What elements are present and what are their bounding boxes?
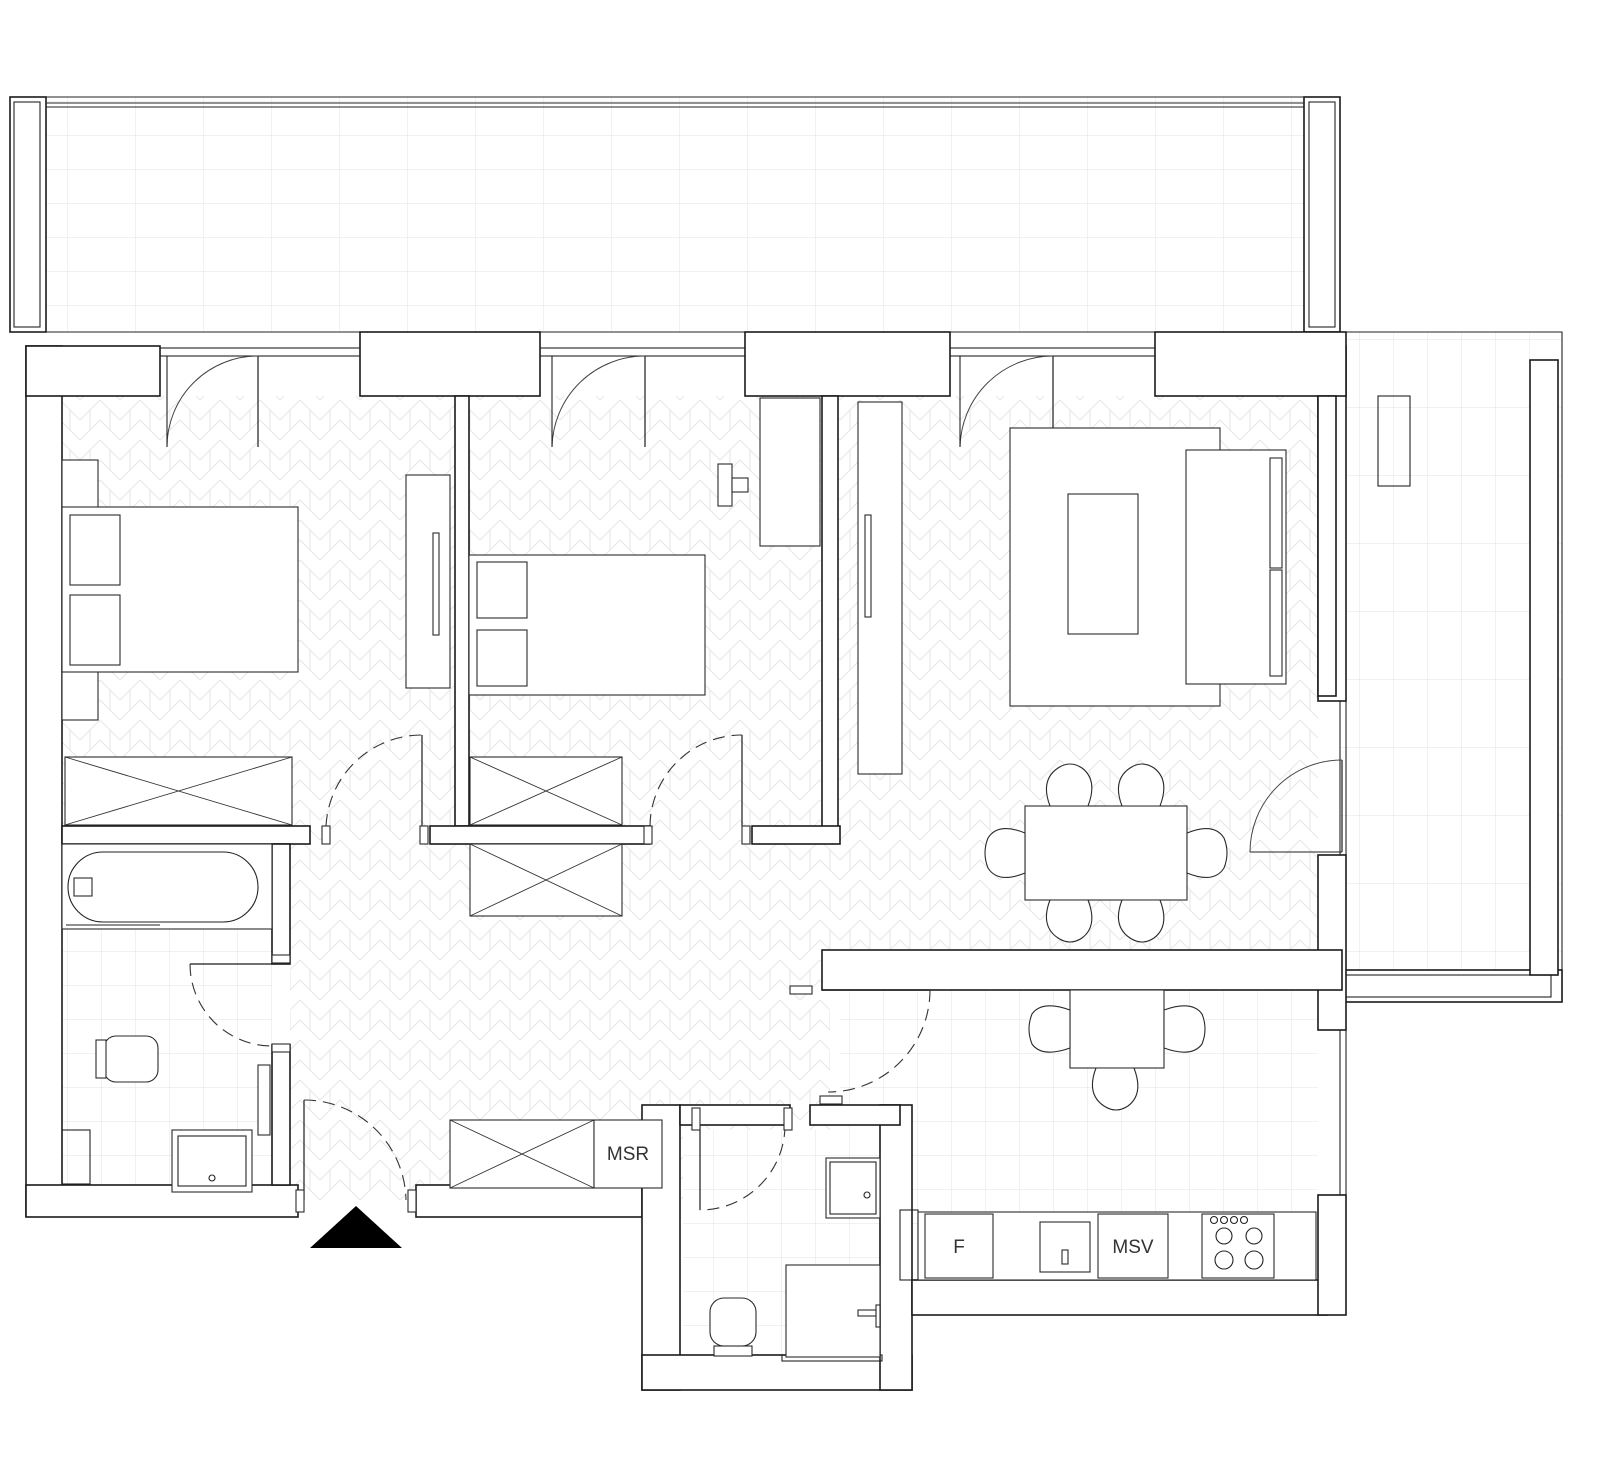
bathtub — [61, 843, 273, 930]
pillow — [69, 594, 121, 666]
pillow — [69, 514, 121, 586]
chair — [717, 463, 733, 507]
fridge-label: F — [953, 1237, 965, 1258]
dishwasher — [1097, 1213, 1169, 1279]
towel-rail — [257, 1064, 271, 1136]
tv-console — [405, 474, 451, 689]
living-room — [857, 401, 1287, 943]
bedroom-1 — [61, 459, 451, 826]
chairs — [984, 763, 1228, 943]
tv — [432, 532, 440, 636]
toilet — [103, 1035, 159, 1083]
hob — [1201, 1213, 1275, 1279]
pillow — [476, 629, 528, 687]
entrance-marker — [310, 1206, 402, 1248]
coffee-table — [1067, 493, 1139, 635]
doors — [166, 355, 1343, 1213]
shower-tray — [171, 1129, 253, 1193]
wc — [709, 1157, 881, 1358]
top-balcony — [9, 96, 1341, 333]
pillow — [476, 561, 528, 619]
dining-table — [1024, 805, 1188, 901]
msv-label: MSV — [1112, 1237, 1154, 1258]
msr-label: MSR — [607, 1144, 649, 1165]
kitchen: F MSV — [917, 989, 1317, 1281]
hall-storage: MSR — [449, 1119, 663, 1189]
toilet — [709, 1297, 757, 1347]
msr-unit — [593, 1119, 663, 1189]
kitchen-table — [1069, 989, 1165, 1069]
outer-walls — [25, 331, 1347, 1391]
bedroom-2 — [468, 397, 821, 917]
interior-walls — [61, 395, 1343, 1362]
bathroom — [61, 843, 273, 1193]
desk — [759, 397, 821, 547]
right-balcony — [1339, 331, 1563, 1003]
shower — [825, 1157, 881, 1219]
sofa — [1185, 449, 1287, 685]
tv — [864, 514, 872, 618]
fridge — [924, 1213, 994, 1279]
